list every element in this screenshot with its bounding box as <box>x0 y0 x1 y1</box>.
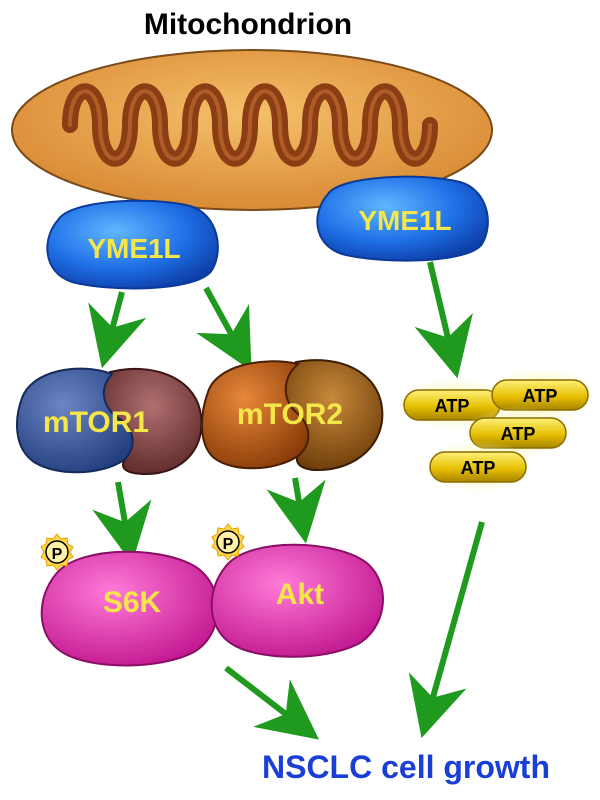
yme1l-right-label: YME1L <box>358 205 451 236</box>
atp-cluster: ATP ATP ATP ATP <box>396 368 596 492</box>
yme1l-left-label: YME1L <box>87 233 180 264</box>
arrow-yme1l-to-mtor1 <box>88 291 147 369</box>
mitochondrion <box>11 49 493 211</box>
yme1l-right-shape <box>316 175 489 262</box>
yme1l-left: YME1L <box>46 199 219 290</box>
s6k-phospho-label: P <box>52 546 63 563</box>
arrow-yme1l-to-mtor2 <box>196 286 252 372</box>
s6k-phospho-circle <box>45 540 69 564</box>
arrow-atp-to-growth <box>408 521 485 739</box>
yme1l-right: YME1L <box>316 175 489 262</box>
atp-pill-4: ATP <box>422 440 534 492</box>
title: Mitochondrion <box>144 8 352 41</box>
s6k: S6K P <box>40 533 219 667</box>
mtor2-label: mTOR2 <box>237 398 343 431</box>
arrows <box>88 261 485 740</box>
arrow-mtor1-to-s6k <box>92 481 152 564</box>
mitochondrion-cristae-highlight <box>68 89 432 161</box>
akt-phospho-circle <box>216 530 240 554</box>
akt-phospho-label: P <box>223 536 234 553</box>
atp-label-4: ATP <box>461 458 496 478</box>
mtor1-label: mTOR1 <box>43 406 149 439</box>
atp-label-1: ATP <box>435 396 470 416</box>
akt-label: Akt <box>276 578 324 611</box>
s6k-shape <box>40 550 219 667</box>
arrow-mtor2-to-akt <box>266 477 326 544</box>
s6k-phospho-badge: P <box>40 533 74 571</box>
arrow-yme1l-to-atp <box>414 261 473 379</box>
arrow-akt-to-growth <box>224 665 320 740</box>
mtor1-left-lobe <box>16 367 134 474</box>
outcome-label: NSCLC cell growth <box>262 749 550 785</box>
yme1l-left-shape <box>46 199 219 290</box>
akt: Akt P <box>210 523 384 658</box>
s6k-label: S6K <box>103 586 162 619</box>
mtor2-left-lobe <box>200 360 310 470</box>
mtor2: mTOR2 <box>200 359 384 472</box>
akt-phospho-badge: P <box>211 523 245 561</box>
atp-label-2: ATP <box>523 386 558 406</box>
akt-shape <box>210 543 384 658</box>
mtor1: mTOR1 <box>16 367 203 476</box>
atp-label-3: ATP <box>501 424 536 444</box>
